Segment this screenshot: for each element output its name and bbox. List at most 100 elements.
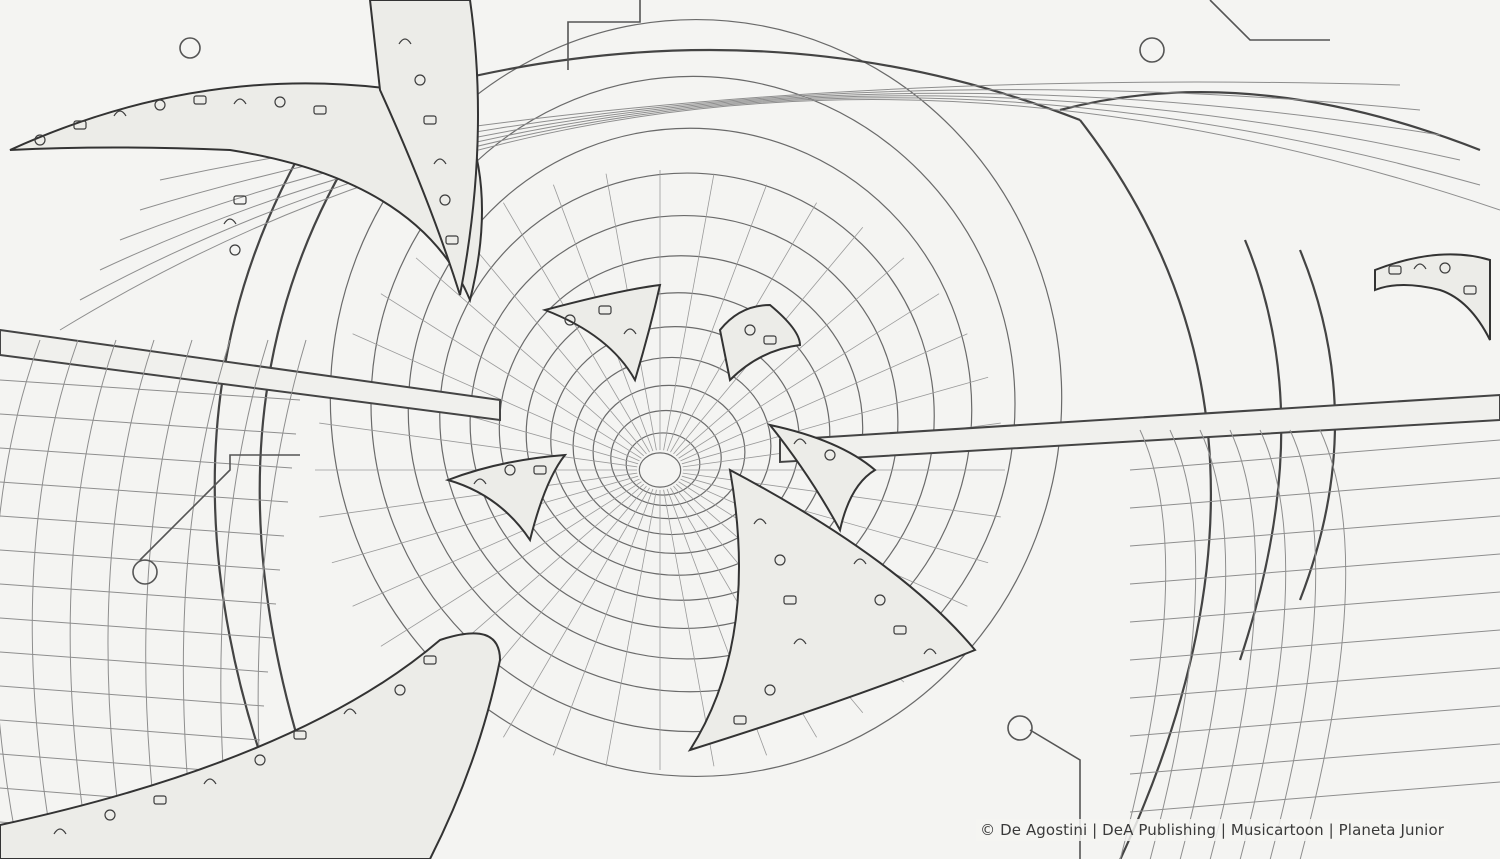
glyph-wave — [113, 110, 127, 117]
left-wall-joint — [0, 583, 277, 605]
brick-seam — [676, 257, 905, 457]
glyph-cartouche — [1388, 265, 1402, 275]
wall-bricks — [0, 81, 1500, 859]
tunnel-ring — [407, 127, 973, 693]
pipe-ring-top-right — [1139, 37, 1165, 63]
tunnel-ring — [610, 409, 722, 507]
brick-seam — [503, 202, 650, 453]
right-wall-course — [1239, 429, 1287, 859]
tunnel-ring — [525, 292, 831, 576]
ceiling-course — [59, 99, 1500, 331]
pipe-ring-left — [132, 559, 158, 585]
wall-pipes — [132, 0, 1330, 859]
tunnel-ring — [625, 432, 701, 496]
blade-center-top-left — [541, 283, 662, 383]
left-wall-joint — [0, 481, 289, 503]
blade-center-top-right — [718, 303, 802, 383]
right-wall-course — [1119, 429, 1167, 859]
tunnel-rings — [329, 18, 1063, 778]
right-wall-joint — [1129, 591, 1500, 623]
glyph-wave — [793, 438, 807, 445]
brick-seam — [352, 478, 640, 607]
left-wall-course — [145, 339, 193, 859]
ceiling-course — [99, 95, 1461, 271]
left-wall-joint — [0, 379, 301, 401]
left-beam — [0, 328, 501, 422]
brick-seam — [352, 333, 640, 462]
glyph-circle — [229, 244, 241, 256]
brick-seam — [456, 227, 647, 455]
right-wall-joint — [1129, 439, 1500, 471]
glyph-wave — [473, 478, 487, 485]
right-wall-joint — [1129, 667, 1500, 699]
glyph-cartouche — [293, 730, 307, 740]
blade-bottom-left — [0, 632, 502, 859]
glyph-wave — [623, 328, 637, 335]
pipe-left — [139, 454, 300, 561]
glyph-wave — [433, 158, 447, 165]
glyph-circle — [564, 314, 576, 326]
right-wall-joint — [1129, 477, 1500, 509]
brick-seam — [553, 488, 654, 756]
glyph-cartouche — [153, 795, 167, 805]
glyph-cartouche — [73, 120, 87, 130]
brick-seam — [415, 257, 644, 457]
left-wall-course — [69, 339, 117, 859]
left-wall-joint — [0, 413, 297, 435]
glyph-circle — [274, 96, 286, 108]
glyph-circle — [874, 594, 886, 606]
glyph-cartouche — [598, 305, 612, 315]
glyph-wave — [223, 218, 237, 225]
glyph-cartouche — [893, 625, 907, 635]
glyph-circle — [774, 554, 786, 566]
copyright-credit: © De Agostini | DeA Publishing | Musicar… — [976, 819, 1448, 841]
brick-seam — [666, 184, 767, 452]
right-wall-joint — [1129, 743, 1500, 775]
left-wall-course — [107, 339, 155, 859]
glyph-cartouche — [313, 105, 327, 115]
blade-center-bottom — [687, 468, 977, 752]
glyph-cartouche — [763, 335, 777, 345]
glyph-cartouche — [423, 655, 437, 665]
pipe-top-right — [1209, 0, 1330, 41]
glyph-circle — [744, 324, 756, 336]
glyph-cartouche — [445, 235, 459, 245]
tunnel-ring — [439, 172, 935, 660]
right-wall-joint — [1129, 705, 1500, 737]
left-arch — [213, 119, 321, 859]
glyph-circle — [504, 464, 516, 476]
glyph-wave — [853, 558, 867, 565]
pipe-top — [567, 0, 641, 70]
right-wall-course — [1299, 429, 1347, 859]
right-wall-course — [1149, 429, 1197, 859]
brick-seam — [678, 293, 940, 459]
ceiling-course — [119, 92, 1441, 241]
left-wall-joint — [0, 685, 265, 707]
glyph-wave — [203, 778, 217, 785]
brick-seam — [331, 475, 639, 564]
glyph-circle — [394, 684, 406, 696]
glyph-circle — [824, 449, 836, 461]
glyph-cartouche — [783, 595, 797, 605]
blade-top-left-vertical — [368, 0, 479, 296]
glyph-wave — [753, 518, 767, 525]
right-wall-joint — [1129, 781, 1500, 813]
blade-far-right — [1374, 253, 1491, 341]
left-wall-joint — [0, 719, 261, 741]
brick-seam — [503, 487, 650, 738]
brick-seam — [605, 489, 657, 767]
right-wall-joint — [1129, 515, 1500, 547]
left-wall-joint — [0, 447, 293, 469]
tunnel-ring — [469, 214, 899, 630]
pipe-ring-top — [179, 37, 201, 59]
glyph-wave — [233, 98, 247, 105]
brick-seam — [319, 472, 638, 518]
right-beam — [779, 393, 1500, 464]
glyph-circle — [154, 99, 166, 111]
blade-top-left — [9, 82, 483, 304]
glyph-wave — [1413, 263, 1427, 270]
glyph-cartouche — [193, 95, 207, 105]
